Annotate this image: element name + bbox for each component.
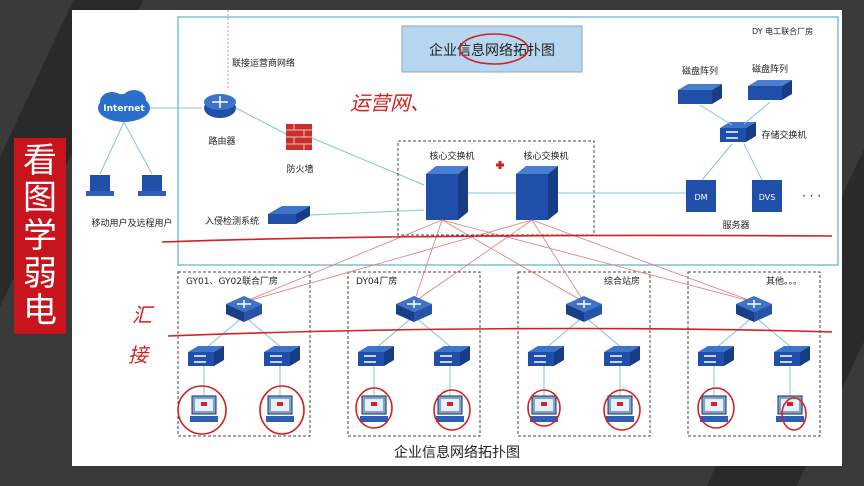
aggregation-switch-icon [225, 295, 263, 323]
servers-label: 服务器 [722, 219, 749, 231]
storage-switch-icon [719, 121, 757, 143]
access-switch-icon [187, 345, 225, 367]
handwritten-note: 运营网、 [350, 91, 430, 115]
banner-char: 电 [23, 291, 57, 332]
remote-users-label: 移动用户及远程用户 [91, 217, 172, 229]
handwritten-note: 汇 [132, 303, 155, 327]
banner-char: 看 [23, 140, 57, 181]
group-label: DY04厂房 [356, 275, 397, 287]
laptop-icon [86, 175, 166, 196]
title-box: 企业信息网络拓扑图 [429, 42, 555, 59]
core-switch-1-label: 核心交换机 [429, 150, 474, 162]
aggregation-switch-icon [735, 295, 773, 323]
disk-array-2-label: 磁盘阵列 [752, 63, 788, 75]
banner-char: 图 [23, 178, 57, 219]
access-switch-icon [263, 345, 301, 367]
workstation-icon [435, 395, 465, 423]
dy-label: DY 电工联合厂房 [752, 26, 813, 36]
handwritten-note: 接 [128, 343, 151, 367]
aggregation-switch-icon [565, 295, 603, 323]
internet-label: Internet [103, 104, 145, 114]
router-icon [204, 94, 236, 118]
workstation-icon [605, 395, 635, 423]
workstation-icon [529, 395, 559, 423]
core-switch-2-label: 核心交换机 [523, 150, 568, 162]
banner-char: 学 [23, 215, 57, 256]
handwritten-annotations [161, 33, 833, 435]
group-label: GY01、GY02联合厂房 [186, 275, 278, 287]
workstation-icon [699, 395, 729, 423]
storage-switch-label: 存储交换机 [761, 129, 806, 141]
uplink-lines [243, 219, 755, 303]
disk-array-icon [678, 84, 722, 104]
ids-label: 入侵检测系统 [205, 215, 259, 227]
dvs-label: DVS [759, 193, 776, 202]
access-switch-icon [697, 345, 735, 367]
internet-cloud-icon [98, 90, 150, 122]
group-label: 其他。。。 [766, 275, 802, 287]
core-switch-1-icon [426, 166, 468, 220]
group-label: 综合站房 [604, 275, 640, 287]
server-dm-icon [686, 180, 716, 212]
workstation-icon [265, 395, 295, 423]
access-switch-icon [527, 345, 565, 367]
disk-array-icon [748, 80, 792, 100]
banner-char: 弱 [23, 253, 57, 294]
ids-icon [268, 206, 310, 224]
diagram-slide: 企业信息网络拓扑图 联接运营商网络 Internet 移动用户及远程用户 路由器… [72, 10, 842, 466]
access-switch-icon [357, 345, 395, 367]
dm-label: DM [694, 193, 707, 202]
redundancy-icon [496, 161, 504, 169]
disk-array-1-label: 磁盘阵列 [682, 65, 718, 77]
router-label: 路由器 [208, 135, 235, 147]
servers-ellipsis: · · · [802, 189, 821, 203]
isp-label: 联接运营商网络 [232, 57, 295, 69]
network-diagram: 企业信息网络拓扑图 联接运营商网络 Internet 移动用户及远程用户 路由器… [86, 10, 839, 437]
access-switch-icon [603, 345, 641, 367]
server-dvs-icon [752, 180, 782, 212]
workstation-icon [359, 395, 389, 423]
workstation-icon [189, 395, 219, 423]
core-switch-2-icon [516, 166, 558, 220]
firewall-icon [286, 124, 312, 150]
access-switch-icon [433, 345, 471, 367]
diagram-caption: 企业信息网络拓扑图 [394, 445, 520, 461]
access-switch-icon [773, 345, 811, 367]
side-banner: 看 图 学 弱 电 [14, 138, 66, 334]
firewall-label: 防火墙 [286, 163, 313, 175]
aggregation-switch-icon [395, 295, 433, 323]
